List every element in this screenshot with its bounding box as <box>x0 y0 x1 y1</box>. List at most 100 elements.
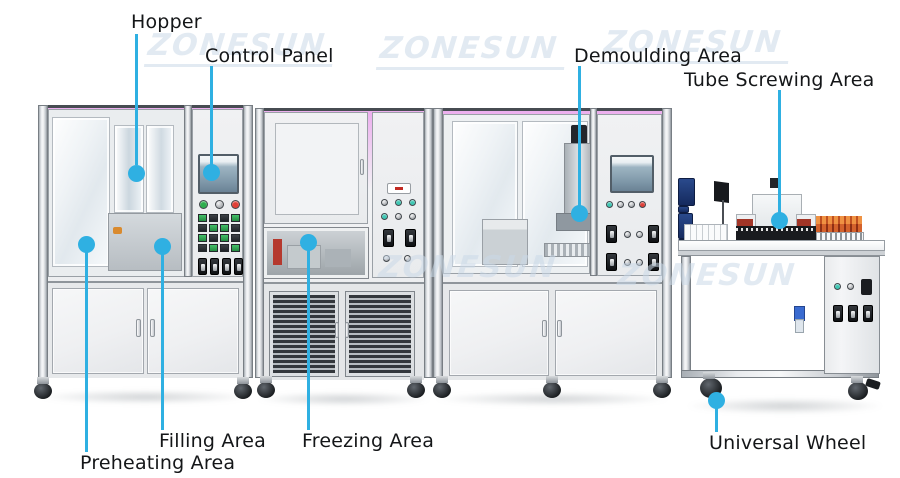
freezing-machine-section <box>255 108 433 408</box>
vent-grille <box>269 291 339 377</box>
toggle-switch <box>222 258 231 275</box>
floor-shadow <box>436 392 668 406</box>
conveyor-teeth <box>736 228 816 231</box>
push-button <box>231 244 240 252</box>
door-handle <box>542 320 547 337</box>
callout-label-filling-area: Filling Area <box>159 430 266 452</box>
push-button <box>834 283 841 290</box>
push-button <box>636 259 643 266</box>
push-button <box>220 244 229 252</box>
push-button <box>215 200 224 209</box>
toggle-switch <box>863 305 873 322</box>
door-handle <box>360 159 364 175</box>
push-button <box>624 231 631 238</box>
callout-dot-preheating-area <box>78 236 95 253</box>
callout-dot-universal-wheel <box>708 392 725 409</box>
frame-post <box>433 108 443 378</box>
floor-shadow <box>40 390 250 404</box>
toggle-switch <box>648 253 659 271</box>
callout-dot-filling-area <box>154 238 171 255</box>
push-button <box>231 234 240 242</box>
brand-watermark: ZONESUN <box>616 258 798 293</box>
door-inset <box>275 123 359 215</box>
tube-caps-row <box>816 216 862 224</box>
lower-cabinet <box>48 281 243 378</box>
frame-post <box>38 105 48 378</box>
indicator-lamp <box>387 183 411 194</box>
rocker-switch <box>861 279 872 295</box>
callout-dot-hopper <box>128 165 145 182</box>
push-button <box>220 224 229 232</box>
upper-door-panel <box>264 112 368 224</box>
door-handle <box>345 322 349 338</box>
push-button <box>617 201 624 208</box>
preheating-filling-mechanism <box>108 213 182 271</box>
tube-screwing-station <box>678 178 886 418</box>
push-button <box>404 255 411 262</box>
push-button <box>209 214 218 222</box>
tube-rack <box>816 216 864 244</box>
toggle-switch <box>606 225 617 243</box>
push-button <box>381 199 388 206</box>
frame-post <box>590 108 597 276</box>
callout-dot-freezing-area <box>300 234 317 251</box>
door-handle <box>150 319 155 337</box>
door-handle <box>335 322 339 338</box>
callout-dot-tube-screwing-area <box>771 212 788 229</box>
caster-wheel <box>433 376 451 398</box>
filling-machine-section <box>34 105 253 405</box>
cabinet-door <box>555 290 657 376</box>
push-button <box>847 283 854 290</box>
callout-label-tube-screwing-area: Tube Screwing Area <box>684 69 875 91</box>
callout-dot-demoulding-area <box>571 205 588 222</box>
caster-wheel <box>257 376 275 398</box>
toggle-switch <box>383 229 394 247</box>
push-button <box>198 234 207 242</box>
table-control-box <box>824 256 880 374</box>
control-strip <box>372 112 424 278</box>
push-button <box>628 201 635 208</box>
vent-grille <box>345 291 415 377</box>
push-button <box>395 199 402 206</box>
brand-watermark: ZONESUN <box>377 250 559 285</box>
callout-label-demoulding-area: Demoulding Area <box>574 45 742 67</box>
callout-label-preheating-area: Preheating Area <box>80 452 236 474</box>
callout-line-control-panel <box>210 66 213 165</box>
toggle-switch <box>606 253 617 271</box>
demoulding-machine-section <box>433 108 672 408</box>
toggle-switch <box>405 229 416 247</box>
tube-caps-row <box>816 224 862 232</box>
freezer-lower-cabinet <box>264 282 424 380</box>
valve-bowl <box>795 319 804 333</box>
door-handle <box>136 319 141 337</box>
push-button <box>209 244 218 252</box>
indicator-light <box>395 187 403 190</box>
start-button <box>199 200 208 209</box>
motor-cap <box>678 206 689 213</box>
callout-line-hopper <box>135 34 138 165</box>
cabinet-door <box>449 290 549 376</box>
universal-caster-wheel <box>848 376 868 400</box>
cabinet-door <box>52 288 144 374</box>
toggle-switch <box>198 258 207 275</box>
table-top <box>678 240 885 251</box>
freezer-component <box>273 239 282 265</box>
callout-line-demoulding-area <box>578 66 581 206</box>
toggle-switch <box>833 305 843 322</box>
push-button <box>409 199 416 206</box>
freezing-window <box>263 227 369 279</box>
machine-knob <box>770 178 778 188</box>
stop-button <box>231 200 240 209</box>
label-strip <box>797 219 811 226</box>
label-strip <box>737 219 753 226</box>
floor-shadow <box>258 392 430 406</box>
frame-post <box>243 105 253 378</box>
caster-wheel <box>34 377 52 399</box>
frame-post <box>255 108 264 378</box>
push-button <box>383 255 390 262</box>
push-button <box>231 224 240 232</box>
freezer-component <box>325 249 351 267</box>
callout-label-universal-wheel: Universal Wheel <box>709 432 867 454</box>
toggle-switch <box>648 225 659 243</box>
